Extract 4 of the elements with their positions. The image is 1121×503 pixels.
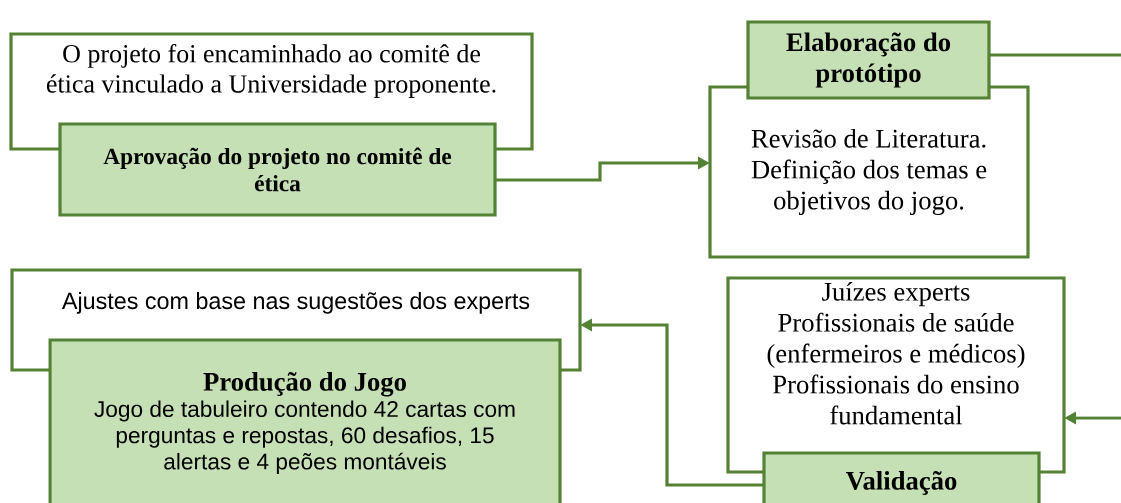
step-box: Validação xyxy=(762,451,1041,503)
step-box: Aprovação do projeto no comitê de ética xyxy=(58,122,497,217)
step-box: Produção do Jogo Jogo de tabuleiro contendo 42 cartas com perguntas e repostas, 60 desafios, 15 alertas e 4 peões montáveis xyxy=(48,338,562,503)
step-box: Elaboração do protótipo xyxy=(746,20,991,100)
